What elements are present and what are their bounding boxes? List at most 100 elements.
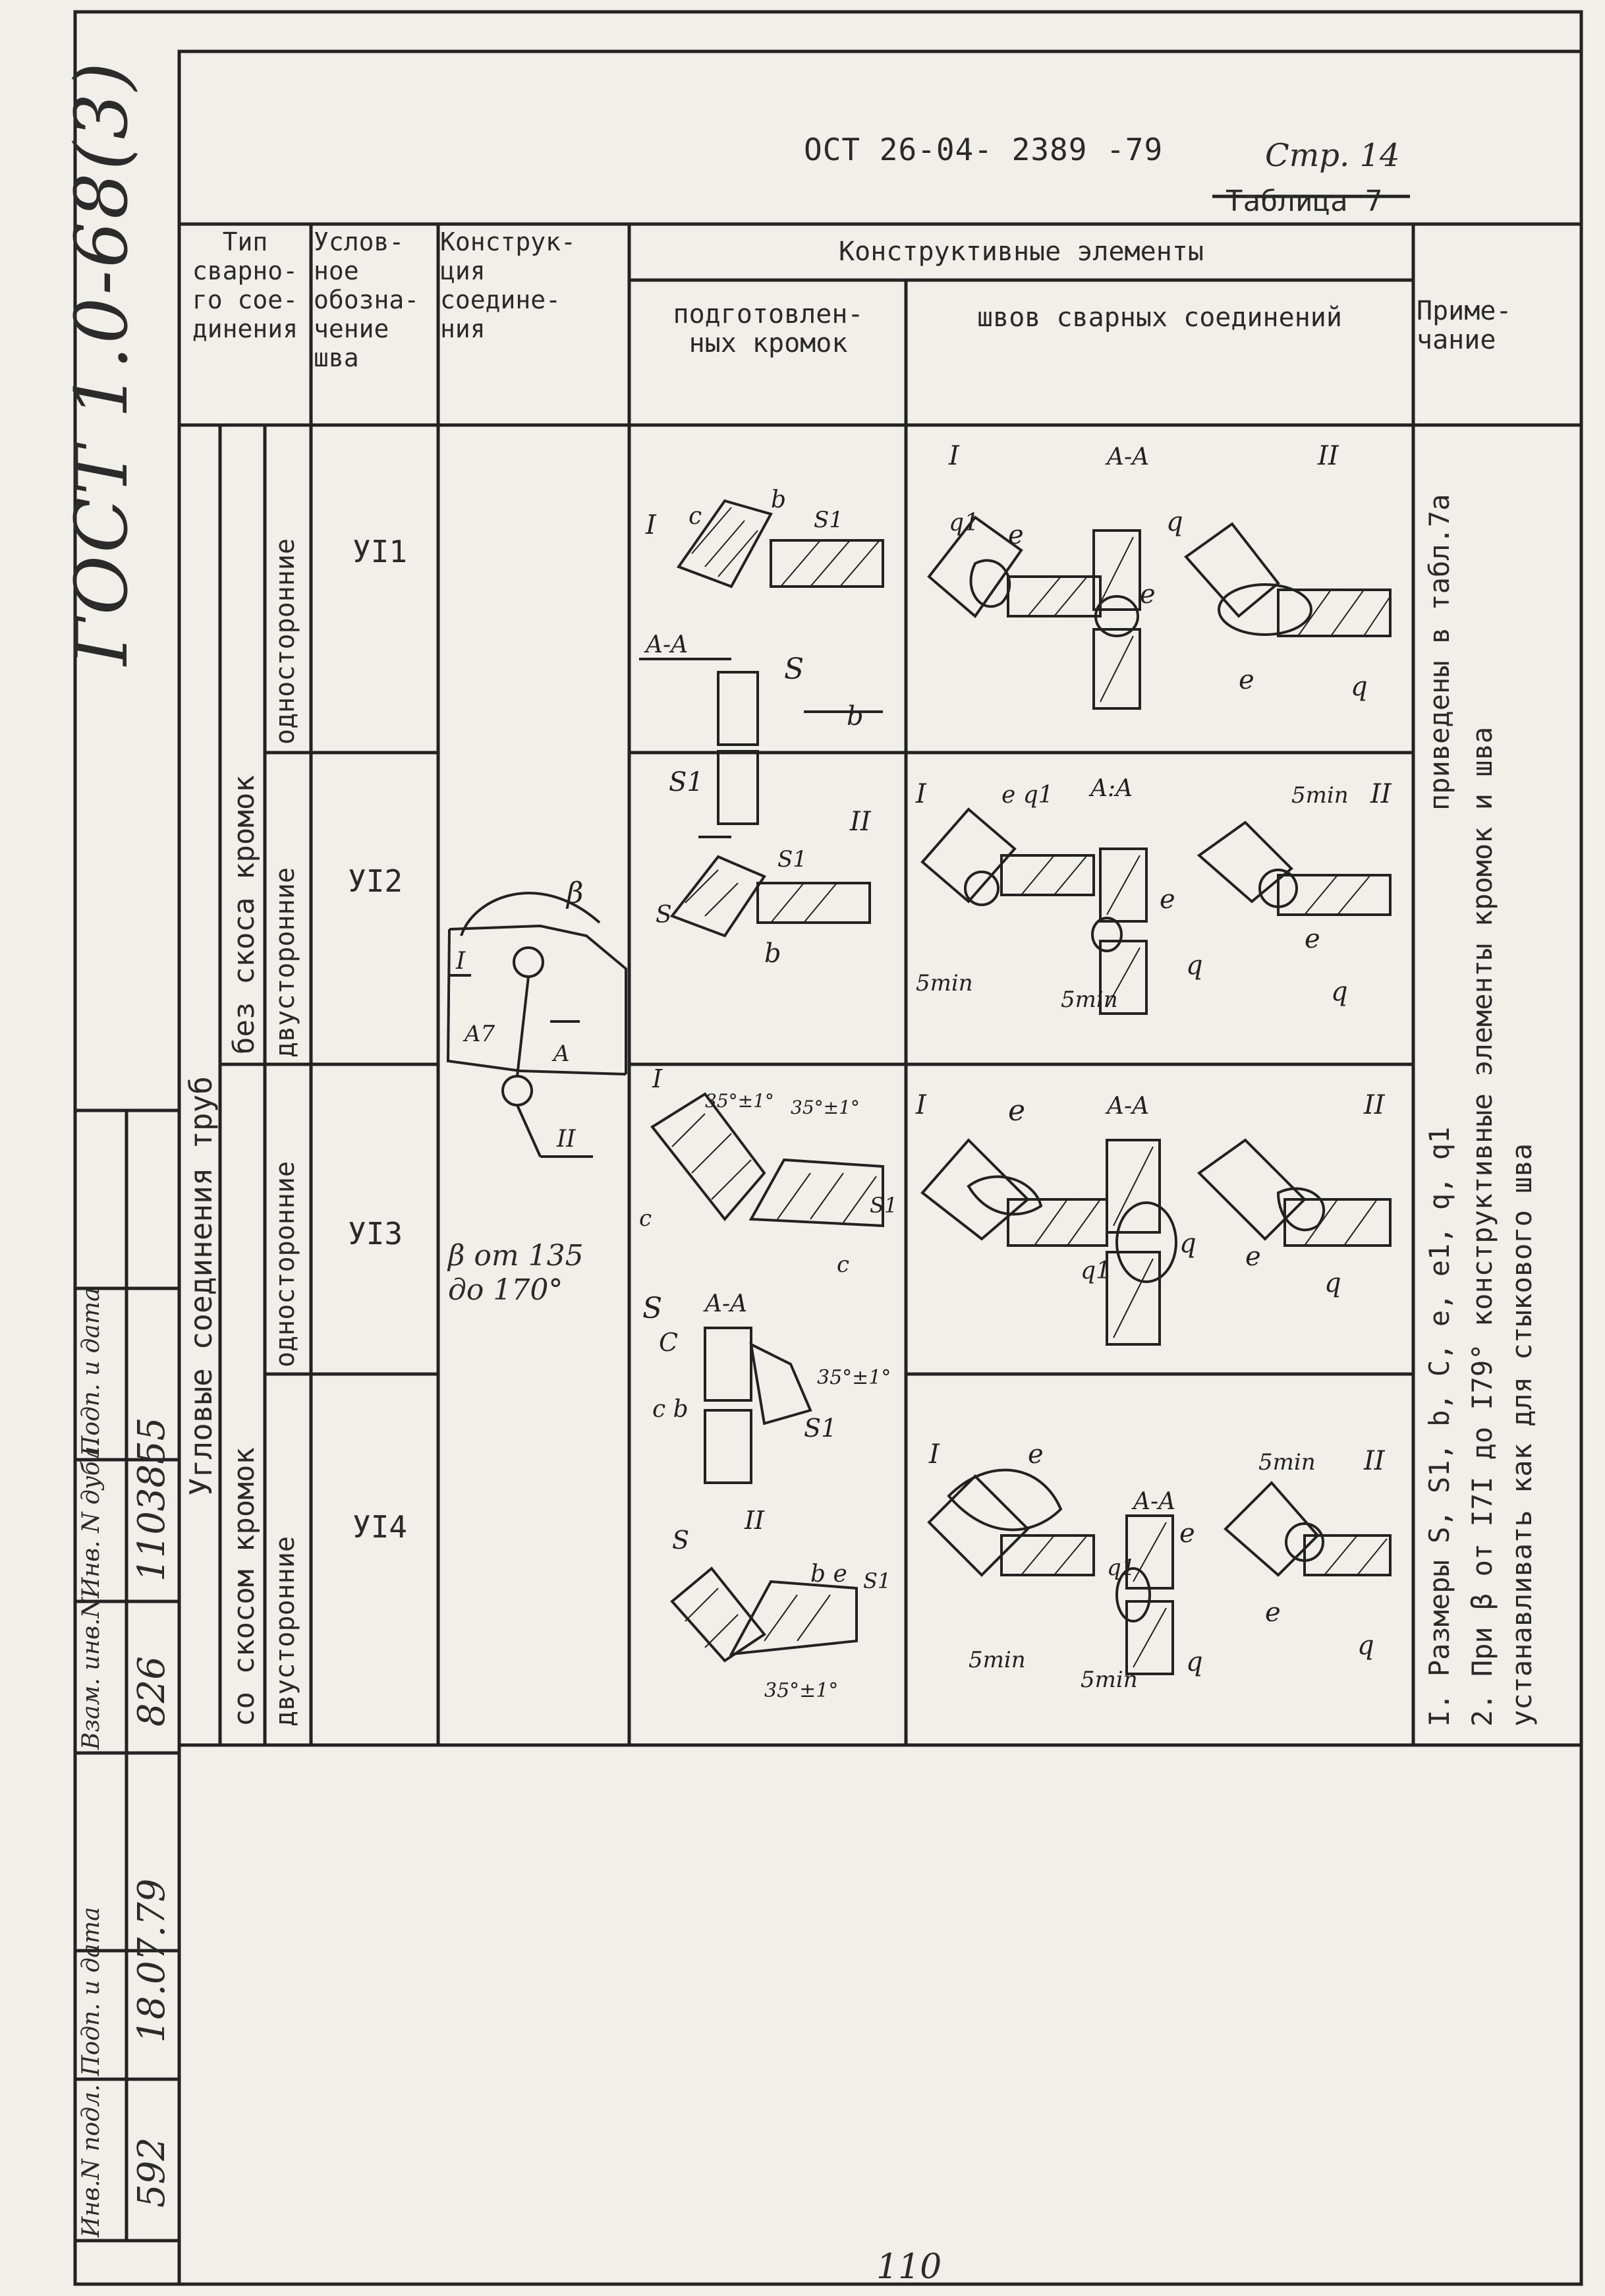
angle-label: 35°±1° <box>817 1366 891 1389</box>
dimension-label: e q1 <box>1001 782 1054 809</box>
view-label: II <box>1363 1090 1386 1120</box>
column-header-type: Тип сварно- го сое- динения <box>192 227 298 343</box>
side-label-u4: двусторонние <box>270 1536 300 1727</box>
stamp-value: 826 <box>130 1656 173 1727</box>
dimension-label: S1 <box>804 1414 837 1443</box>
stamp-header: Инв.N подл. <box>78 2084 105 2238</box>
ost-number: ОСТ 26-04- 2389 -79 <box>804 132 1164 167</box>
angle-label: 35°±1° <box>705 1090 774 1112</box>
dimension-label: c <box>689 503 702 530</box>
dimension-label: c <box>639 1205 652 1232</box>
row-code: УI2 <box>348 863 403 899</box>
dimension-label: c b <box>652 1396 689 1423</box>
view-label: I <box>915 1090 927 1120</box>
dimension-label: q <box>1331 977 1348 1007</box>
column-header-designation: Услов- ное обозна- чение шва <box>314 227 420 372</box>
view-label: II <box>1370 779 1392 809</box>
joint-construction-drawing: β I A7 A II <box>446 876 627 1158</box>
dimension-label: e <box>1305 924 1320 954</box>
stamp-value: 592 <box>130 2137 173 2208</box>
angle-label: 35°±1° <box>791 1097 860 1118</box>
dimension-label: b <box>764 938 781 969</box>
dimension-label: e <box>1160 884 1175 915</box>
footer-page-number: 110 <box>876 2247 942 2287</box>
row-code: УI3 <box>348 1216 403 1251</box>
section-label: A <box>551 1041 570 1067</box>
table-number: Таблица 7 <box>1225 185 1383 218</box>
dimension-label: b <box>847 701 864 732</box>
dimension-label: e <box>1265 1597 1281 1628</box>
dimension-label: e <box>1245 1242 1261 1272</box>
beta-range: β от 135 до 170° <box>448 1239 584 1307</box>
section-label: A-A <box>703 1290 747 1317</box>
document-code: ОСТ 26-04- 2389 -79 <box>804 132 1163 167</box>
dimension-label: q1 <box>1107 1555 1135 1581</box>
dimension-label: S1 <box>669 767 704 797</box>
column-header-construction: Конструк- ция соедине- ния <box>440 227 576 343</box>
dimension-label: b e <box>810 1561 847 1588</box>
view-label: I <box>645 510 657 540</box>
view-label: II <box>1363 1446 1386 1476</box>
note-2-line-b: устанавливать как для стыкового шва <box>1506 1143 1538 1727</box>
view-label: I <box>915 779 927 809</box>
dimension-label: q1 <box>1081 1257 1111 1284</box>
dimension-label: S <box>672 1526 689 1555</box>
stamp-value: 1103855 <box>130 1417 173 1582</box>
weld-drawing-u3: I e A-A II q1 q e q <box>915 1090 1392 1346</box>
section-label: A-A <box>1105 444 1149 471</box>
column-header-welds: швов сварных соединений <box>977 302 1342 333</box>
side-label-u2: двусторонние <box>270 867 300 1058</box>
dimension-label: S1 <box>863 1568 891 1593</box>
note-2-line-a: 2. При β от I7I до I79° конструктивные э… <box>1466 726 1498 1727</box>
dimension-label: S <box>656 902 672 929</box>
dimension-label: S <box>642 1292 662 1325</box>
row-code: УI1 <box>352 534 408 569</box>
dimension-label: e <box>1008 1094 1025 1128</box>
dimension-label: 5min <box>1081 1667 1138 1693</box>
dimension-label: q1 <box>949 509 979 536</box>
view-label: I <box>652 1068 663 1093</box>
group-label: Угловые соединения труб <box>183 1076 219 1496</box>
dimension-label: q <box>1324 1268 1341 1298</box>
stamp-header: Инв. N дубл. <box>78 1439 105 1598</box>
dimension-label: c <box>837 1251 849 1278</box>
dimension-label: 5min <box>969 1647 1026 1673</box>
dimension-label: C <box>659 1328 678 1357</box>
view-label: II <box>556 1126 576 1153</box>
dimension-label: q <box>1186 950 1203 981</box>
dimension-label: 5min <box>1258 1449 1316 1476</box>
stamp-header: Подп. и дата <box>78 1287 105 1456</box>
dimension-label: e <box>1008 520 1024 550</box>
view-label: II <box>1317 441 1339 471</box>
dimension-label: S1 <box>870 1193 897 1218</box>
dimension-label: q <box>1166 507 1183 537</box>
weld-drawing-u4: I e A-A 5min II e q1 e q q 5min 5min <box>927 1439 1392 1693</box>
edge-drawing-u3-u4: I 35°±1° 35°±1° c S1 c S A-A C 35°±1° c … <box>639 1068 897 1702</box>
section-label: A:A <box>1088 775 1133 802</box>
column-header-edges: подготовлен- ных кромок <box>673 299 864 359</box>
note-1-line-a: I. Размеры S, S1, b, C, e, e1, q, q1 <box>1423 1126 1455 1727</box>
stamp-header: Подп. и дата <box>78 1907 105 2076</box>
dimension-label: S <box>784 652 804 686</box>
dimension-label: q <box>1186 1647 1203 1677</box>
edge-drawing-u1-u2: I c b S1 A-A S b S1 II S S1 b <box>639 486 884 969</box>
view-label: II <box>744 1506 765 1535</box>
section-label: A-A <box>1105 1093 1149 1120</box>
column-header-note: Приме- чание <box>1417 296 1512 355</box>
dimension-label: 5min <box>1291 782 1349 809</box>
dimension-label: q <box>1351 672 1368 702</box>
stamp-value: 18.07.79 <box>130 1878 173 2043</box>
dimension-label: q <box>1179 1228 1197 1259</box>
note-1-line-b: приведены в табл.7а <box>1423 494 1455 811</box>
section-label: A-A <box>1131 1488 1175 1515</box>
dimension-label: e <box>1239 665 1254 695</box>
dimension-label: b <box>771 486 786 513</box>
view-label: I <box>948 441 960 471</box>
dimension-label: e <box>1140 579 1156 610</box>
side-label-u1: односторонние <box>270 538 300 745</box>
weld-drawing-u2: I e q1 A:A 5min II e q e q 5min 5min <box>915 775 1392 1015</box>
row-code: УI4 <box>352 1509 408 1545</box>
dimension-label: e <box>1179 1518 1195 1549</box>
column-header-elements: Конструктивные элементы <box>839 237 1204 267</box>
